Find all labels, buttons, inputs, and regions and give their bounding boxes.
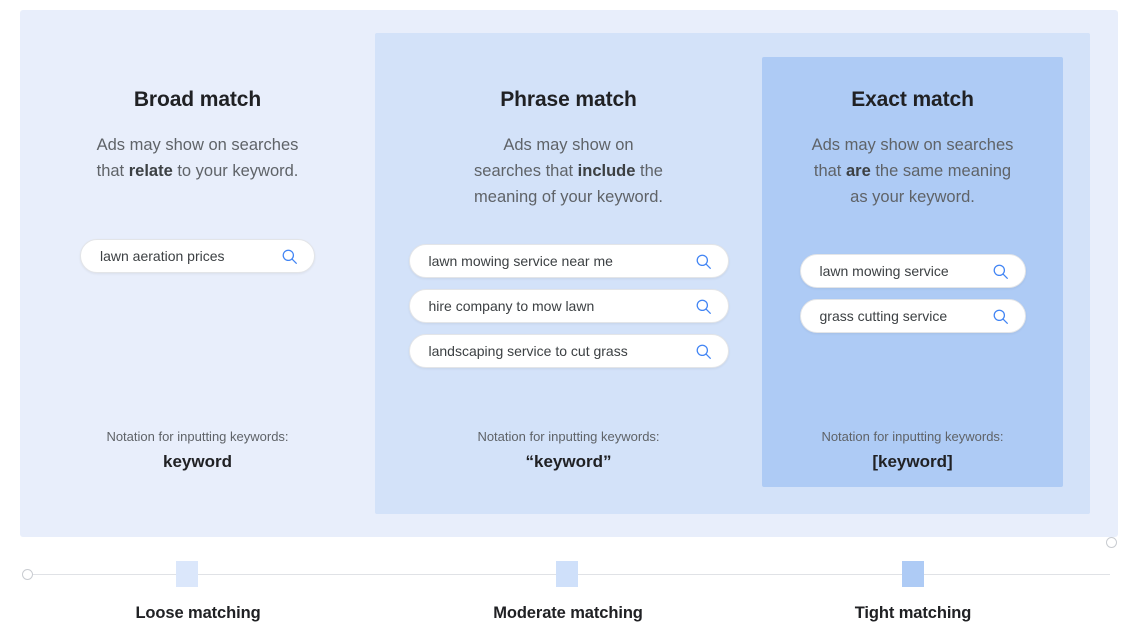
slider-endpoint-left [22, 569, 33, 580]
phrase-match-title: Phrase match [500, 88, 637, 111]
exact-match-query-list: lawn mowing service grass cutting servic… [799, 254, 1026, 333]
search-query-text: lawn mowing service near me [428, 253, 613, 269]
search-icon [696, 344, 711, 359]
phrase-match-notation: Notation for inputting keywords: “keywor… [375, 429, 762, 472]
search-icon [696, 299, 711, 314]
exact-match-title: Exact match [851, 88, 974, 111]
broad-match-title: Broad match [133, 88, 262, 111]
search-query-text: grass cutting service [819, 308, 948, 324]
notation-label: Notation for inputting keywords: [106, 429, 289, 444]
slider-marker-loose[interactable] [176, 561, 198, 587]
notation-value: [keyword] [872, 452, 953, 471]
slider-label-tight: Tight matching [854, 604, 972, 622]
search-query-text: landscaping service to cut grass [428, 343, 628, 359]
notation-value: “keyword” [525, 452, 612, 471]
search-query-pill[interactable]: hire company to mow lawn [408, 289, 729, 323]
matching-scale-slider[interactable]: Loose matching Moderate matching Tight m… [0, 537, 1138, 640]
search-icon [993, 264, 1008, 279]
search-query-pill[interactable]: lawn mowing service near me [408, 244, 729, 278]
notation-label: Notation for inputting keywords: [821, 429, 1004, 444]
search-query-text: lawn mowing service [819, 263, 949, 279]
notation-value: keyword [163, 452, 232, 471]
exact-match-notation: Notation for inputting keywords: [keywor… [762, 429, 1063, 472]
search-icon [696, 254, 711, 269]
search-icon [993, 309, 1008, 324]
slider-label-row: Loose matching Moderate matching Tight m… [0, 604, 1138, 628]
slider-marker-moderate[interactable] [556, 561, 578, 587]
search-icon [282, 249, 297, 264]
search-query-text: hire company to mow lawn [428, 298, 595, 314]
search-query-text: lawn aeration prices [100, 248, 225, 264]
search-query-pill[interactable]: landscaping service to cut grass [408, 334, 729, 368]
notation-label: Notation for inputting keywords: [477, 429, 660, 444]
slider-marker-tight[interactable] [902, 561, 924, 587]
slider-endpoint-right [1106, 537, 1117, 548]
phrase-match-query-list: lawn mowing service near me hire company… [408, 244, 729, 368]
search-query-pill[interactable]: lawn mowing service [799, 254, 1026, 288]
search-query-pill[interactable]: grass cutting service [799, 299, 1026, 333]
search-query-pill[interactable]: lawn aeration prices [80, 239, 315, 273]
slider-label-loose: Loose matching [135, 604, 261, 622]
broad-match-query-list: lawn aeration prices [80, 239, 315, 273]
slider-label-moderate: Moderate matching [493, 604, 643, 622]
broad-match-notation: Notation for inputting keywords: keyword [20, 429, 375, 472]
